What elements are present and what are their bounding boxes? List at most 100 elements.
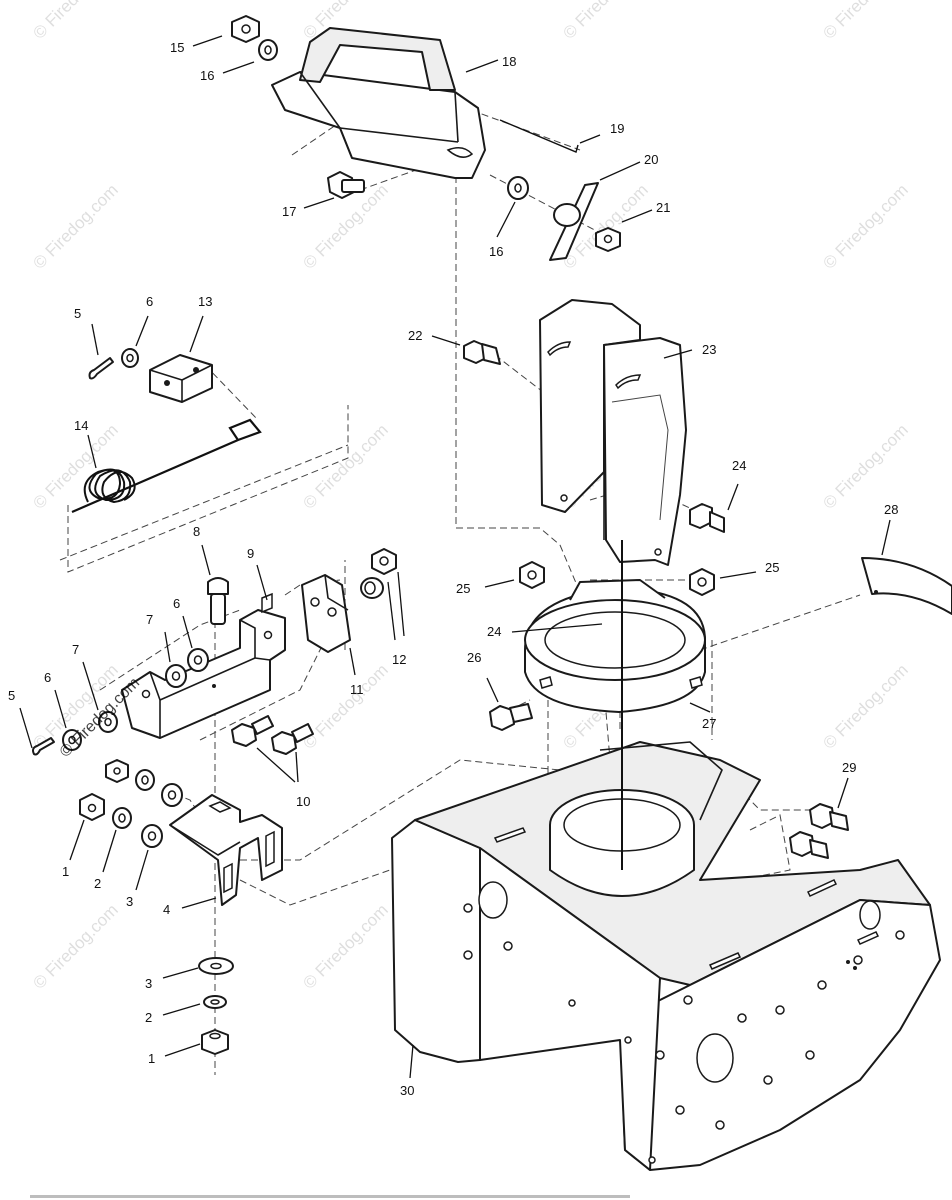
callout-17: 17 [282, 204, 296, 219]
callout-6-left: 6 [44, 670, 51, 685]
block-13 [149, 354, 213, 403]
leader-lines [19, 35, 891, 1079]
lock-washer-2-upper [112, 807, 132, 829]
callout-7-mid: 7 [146, 612, 153, 627]
nut-12 [371, 548, 397, 575]
hex-nut-1-lower [201, 1029, 229, 1055]
bracket-4 [169, 794, 283, 906]
washer-7-left [98, 711, 118, 733]
callout-3-upper: 3 [126, 894, 133, 909]
bottom-rule [30, 1195, 630, 1198]
watermark-text: © Firedog.com [29, 900, 121, 992]
callout-labels: 15 16 18 19 20 21 16 17 22 23 24 25 25 2… [8, 40, 898, 1098]
callout-20: 20 [644, 152, 658, 167]
callout-26: 26 [467, 650, 481, 665]
washer-3-upper [141, 824, 163, 848]
callout-2-upper: 2 [94, 876, 101, 891]
callout-6-mid: 6 [173, 596, 180, 611]
callout-16-top: 16 [200, 68, 214, 83]
auger-housing-30 [391, 741, 941, 1171]
callout-15: 15 [170, 40, 184, 55]
bolt-26 [489, 703, 533, 731]
callout-13: 13 [198, 294, 212, 309]
crank-knob-20 [549, 182, 599, 261]
callout-18: 18 [502, 54, 516, 69]
watermark-text: © Firedog.com [819, 660, 911, 752]
callout-28: 28 [884, 502, 898, 517]
washer-7-mid [165, 664, 187, 688]
watermark-text: © Firedog.com [29, 0, 121, 43]
callout-12: 12 [392, 652, 406, 667]
bolt-24-upper [689, 503, 725, 533]
hex-nut-15 [231, 15, 260, 43]
callout-19: 19 [610, 121, 624, 136]
washer-6-mid [187, 648, 209, 672]
chute-ring-27 [524, 579, 706, 713]
carriage-bolt-8 [207, 577, 229, 625]
callout-21: 21 [656, 200, 670, 215]
callout-7-left: 7 [72, 642, 79, 657]
hex-nut-1-upper [79, 793, 105, 821]
hex-nut-25-left [519, 561, 545, 589]
washer-16-lower [507, 176, 529, 200]
callout-1-upper: 1 [62, 864, 69, 879]
hex-nut-upper-small [105, 759, 129, 783]
callout-16-lower: 16 [489, 244, 503, 259]
callout-5-left: 5 [8, 688, 15, 703]
lock-washer-upper-b [135, 769, 155, 791]
cotter-pin-5-top [88, 357, 114, 380]
callout-11: 11 [350, 682, 364, 697]
chute-segment-28 [861, 557, 952, 615]
bolt-10-a [231, 715, 274, 747]
washer-6-left [62, 729, 82, 751]
callout-22: 22 [408, 328, 422, 343]
callout-14: 14 [74, 418, 88, 433]
lock-washer-2-lower [203, 995, 227, 1009]
bolt-17 [327, 171, 365, 199]
callout-24-lower: 24 [487, 624, 501, 639]
bolt-10-b [271, 723, 314, 755]
callout-23: 23 [702, 342, 716, 357]
watermark-text: © Firedog.com [819, 0, 911, 43]
callout-6-top: 6 [146, 294, 153, 309]
cotter-pin-5-left [32, 737, 55, 756]
bolt-22 [463, 340, 501, 365]
washer-3-lower [198, 957, 234, 975]
watermark-text: © Firedog.com [819, 180, 911, 272]
watermark-text: © Firedog.com [299, 420, 391, 512]
callout-30: 30 [400, 1083, 414, 1098]
callout-10: 10 [296, 794, 310, 809]
callout-29: 29 [842, 760, 856, 775]
washer-upper-c [161, 783, 183, 807]
callout-9: 9 [247, 546, 254, 561]
callout-8: 8 [193, 524, 200, 539]
collar-12 [360, 577, 384, 599]
bolt-29-upper [809, 803, 849, 831]
watermark-text: © Firedog.com [299, 660, 391, 752]
hex-nut-25-right [689, 568, 715, 596]
plate-11 [301, 574, 351, 653]
spring-rod-14 [71, 418, 262, 514]
watermark-text: © Firedog.com [29, 180, 121, 272]
callout-25-right: 25 [765, 560, 779, 575]
callout-4: 4 [163, 902, 170, 917]
bolt-29-lower [789, 831, 829, 859]
callout-3-lower: 3 [145, 976, 152, 991]
callout-24-upper: 24 [732, 458, 746, 473]
callout-27: 27 [702, 716, 716, 731]
watermark-text: © Firedog.com [559, 0, 651, 43]
watermark-text: © Firedog.com [819, 420, 911, 512]
callout-2-lower: 2 [145, 1010, 152, 1025]
callout-1-lower: 1 [148, 1051, 155, 1066]
callout-25-left: 25 [456, 581, 470, 596]
hex-nut-21 [595, 227, 621, 252]
washer-6-top [121, 348, 139, 368]
handle-bracket-18 [271, 27, 486, 179]
chute-23 [539, 299, 687, 566]
callout-5-top: 5 [74, 306, 81, 321]
bracket-9 [121, 592, 286, 739]
spring-pin-19 [499, 119, 579, 153]
watermark-text: © Firedog.com [299, 900, 391, 992]
washer-16-top [258, 39, 278, 61]
